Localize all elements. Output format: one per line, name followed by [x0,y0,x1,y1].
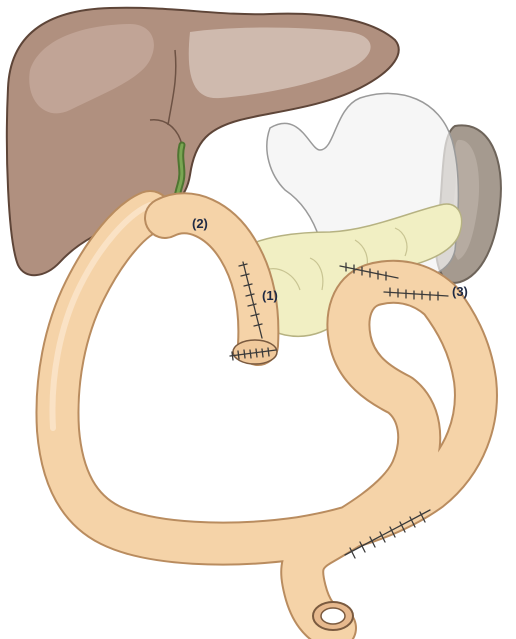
label-anastomosis-3: (3) [452,284,468,299]
label-anastomosis-2: (2) [192,216,208,231]
label-anastomosis-1: (1) [262,288,278,303]
bowel-limb [165,213,277,364]
